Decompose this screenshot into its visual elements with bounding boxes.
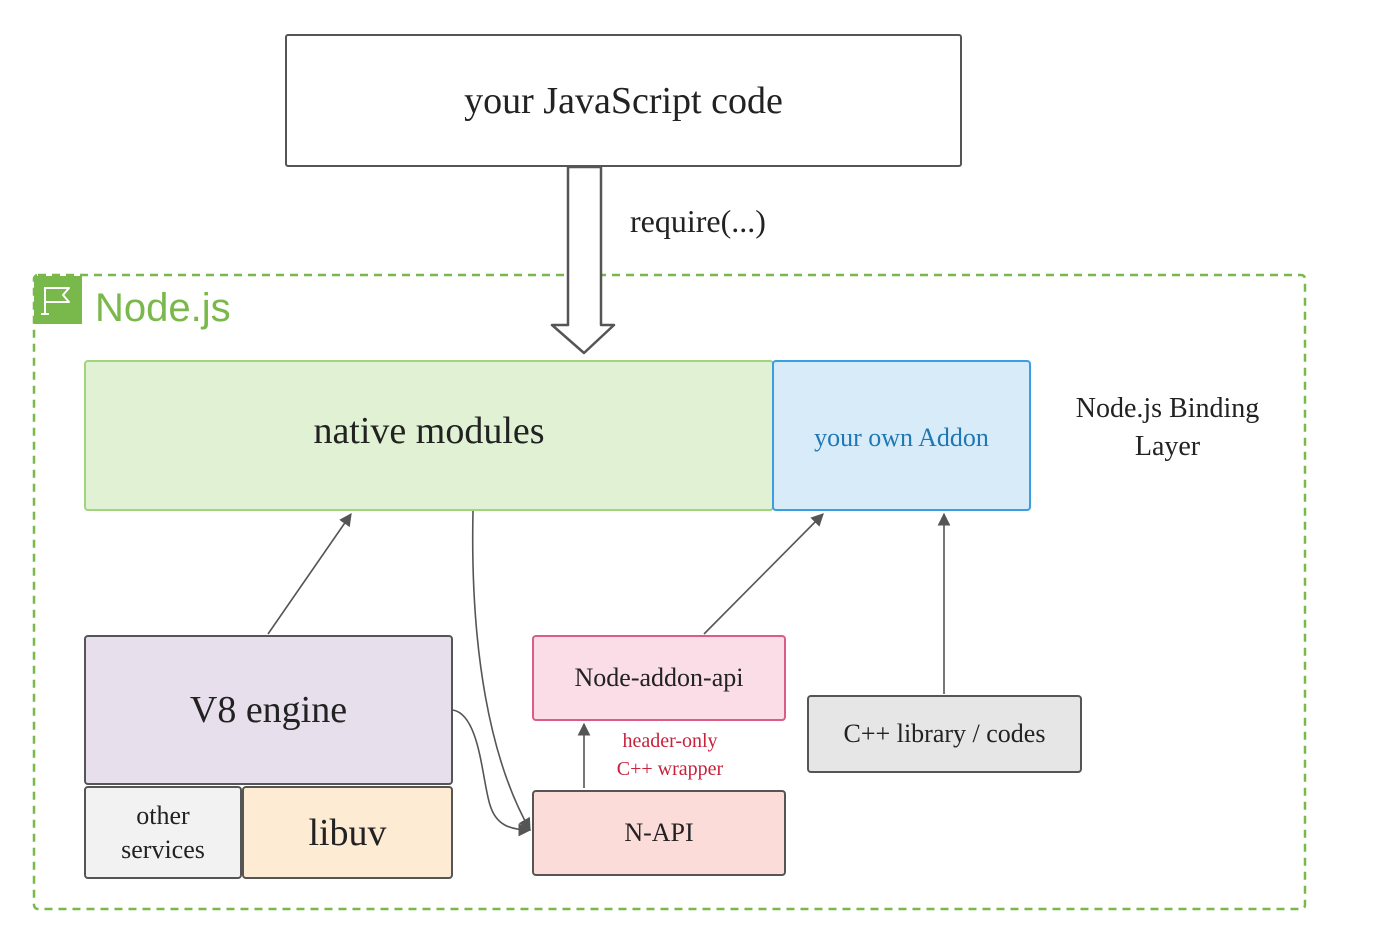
wrapper-note: header-only C++ wrapper xyxy=(590,727,750,783)
binding-layer-line1: Node.js Binding xyxy=(1075,393,1260,424)
require-arrow xyxy=(550,165,616,355)
arrow-native-to-napi xyxy=(471,510,531,832)
flag-icon xyxy=(34,276,82,324)
other-services-box: other services xyxy=(84,786,242,879)
binding-layer-line2: Layer xyxy=(1134,431,1201,462)
napi-box: N-API xyxy=(532,790,786,876)
cpp-library-box: C++ library / codes xyxy=(807,695,1082,773)
other-services-line1: other xyxy=(136,800,190,830)
wrapper-note-line1: header-only xyxy=(622,730,718,752)
native-modules-box: native modules xyxy=(84,360,774,511)
require-label: require(...) xyxy=(630,203,766,239)
own-addon-box: your own Addon xyxy=(772,360,1031,511)
libuv-box: libuv xyxy=(242,786,453,879)
nodejs-container-border xyxy=(32,273,1307,911)
arrow-v8-to-napi xyxy=(452,709,532,837)
nodejs-title: Node.js xyxy=(95,286,231,330)
binding-layer-label: Node.js Binding Layer xyxy=(1045,390,1290,466)
node-addon-api-box: Node-addon-api xyxy=(532,635,786,721)
other-services-line2: services xyxy=(121,834,205,864)
arrow-addon-api-to-addon xyxy=(703,513,824,635)
v8-engine-box: V8 engine xyxy=(84,635,453,785)
wrapper-note-line2: C++ wrapper xyxy=(616,758,724,780)
javascript-code-box: your JavaScript code xyxy=(285,34,962,167)
arrow-v8-to-native xyxy=(267,512,352,635)
